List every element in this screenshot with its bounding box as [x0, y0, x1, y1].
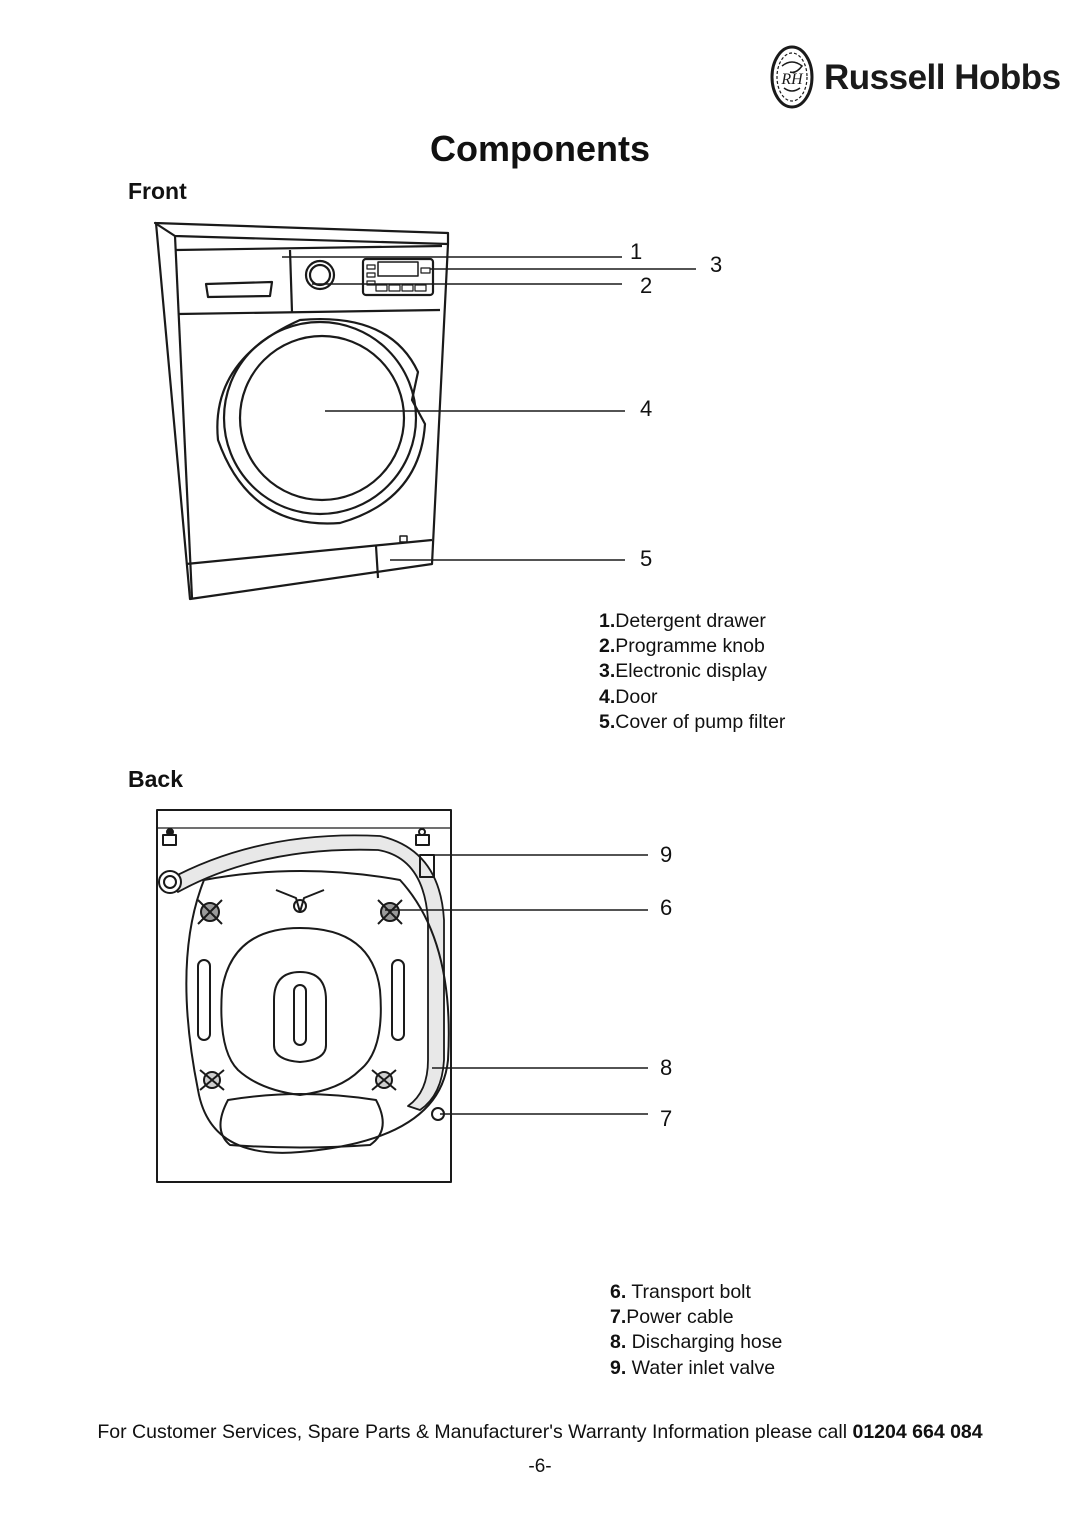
page-title: Components [430, 128, 650, 169]
front-heading: Front [128, 178, 187, 204]
legend-item: 2.Programme knob [599, 635, 765, 658]
front-legend: 1.Detergent drawer 2.Programme knob 3.El… [599, 609, 785, 735]
back-heading: Back [128, 766, 183, 792]
callout-7: 7 [660, 1106, 672, 1131]
washing-machine-front-diagram: 1 2 3 4 5 [153, 221, 722, 601]
callout-2: 2 [640, 273, 652, 298]
legend-item: 3.Electronic display [599, 660, 767, 683]
back-legend: 6. Transport bolt 7.Power cable 8. Disch… [610, 1280, 782, 1381]
legend-item: 1.Detergent drawer [599, 610, 766, 632]
callout-9: 9 [660, 842, 672, 867]
legend-item: 9. Water inlet valve [610, 1356, 776, 1379]
phone-number: 01204 664 084 [852, 1421, 983, 1443]
footer-contact: For Customer Services, Spare Parts & Man… [0, 1421, 1080, 1444]
brand-logo: RH Russell Hobbs [768, 44, 1061, 110]
legend-item: 8. Discharging hose [610, 1331, 783, 1354]
brand-emblem-icon: RH [770, 45, 814, 109]
page-number: -6- [528, 1456, 552, 1477]
callout-5: 5 [640, 546, 652, 571]
legend-item: 4.Door [599, 685, 658, 708]
legend-item: 6. Transport bolt [610, 1281, 751, 1303]
brand-name: Russell Hobbs [824, 58, 1061, 97]
callout-1: 1 [630, 239, 642, 264]
brand-monogram: RH [780, 71, 804, 88]
callout-6: 6 [660, 895, 672, 920]
callout-3: 3 [710, 252, 722, 277]
callout-4: 4 [640, 396, 652, 421]
callout-8: 8 [660, 1055, 672, 1080]
washing-machine-back-diagram: 9 6 8 7 [156, 809, 672, 1183]
legend-item: 7.Power cable [610, 1306, 734, 1329]
footer-text: For Customer Services, Spare Parts & Man… [97, 1421, 853, 1443]
legend-item: 5.Cover of pump filter [599, 710, 786, 733]
